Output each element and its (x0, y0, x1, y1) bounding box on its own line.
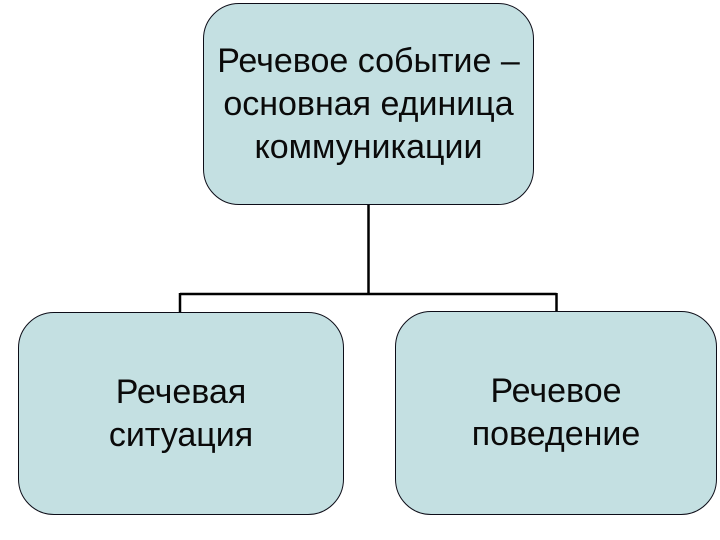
node-speech-behavior-label: Речевое поведение (472, 370, 641, 456)
node-label-line: ситуация (108, 415, 254, 454)
node-label-line: Речевая (115, 372, 247, 411)
connector-path (178, 205, 558, 312)
node-label-line: поведение (471, 415, 641, 453)
node-label-line: основная единица (223, 84, 514, 123)
node-speech-event[interactable]: Речевое событие – основная единица комму… (203, 3, 534, 205)
node-speech-event-label: Речевое событие – основная единица комму… (217, 40, 520, 169)
node-label-line: Речевое событие – (217, 41, 520, 80)
node-label-line: коммуникации (254, 127, 483, 166)
node-speech-situation-label: Речевая ситуация (109, 371, 253, 457)
node-label-line: Речевое (490, 372, 622, 410)
node-speech-behavior[interactable]: Речевое поведение (395, 311, 717, 515)
node-speech-situation[interactable]: Речевая ситуация (18, 312, 344, 515)
